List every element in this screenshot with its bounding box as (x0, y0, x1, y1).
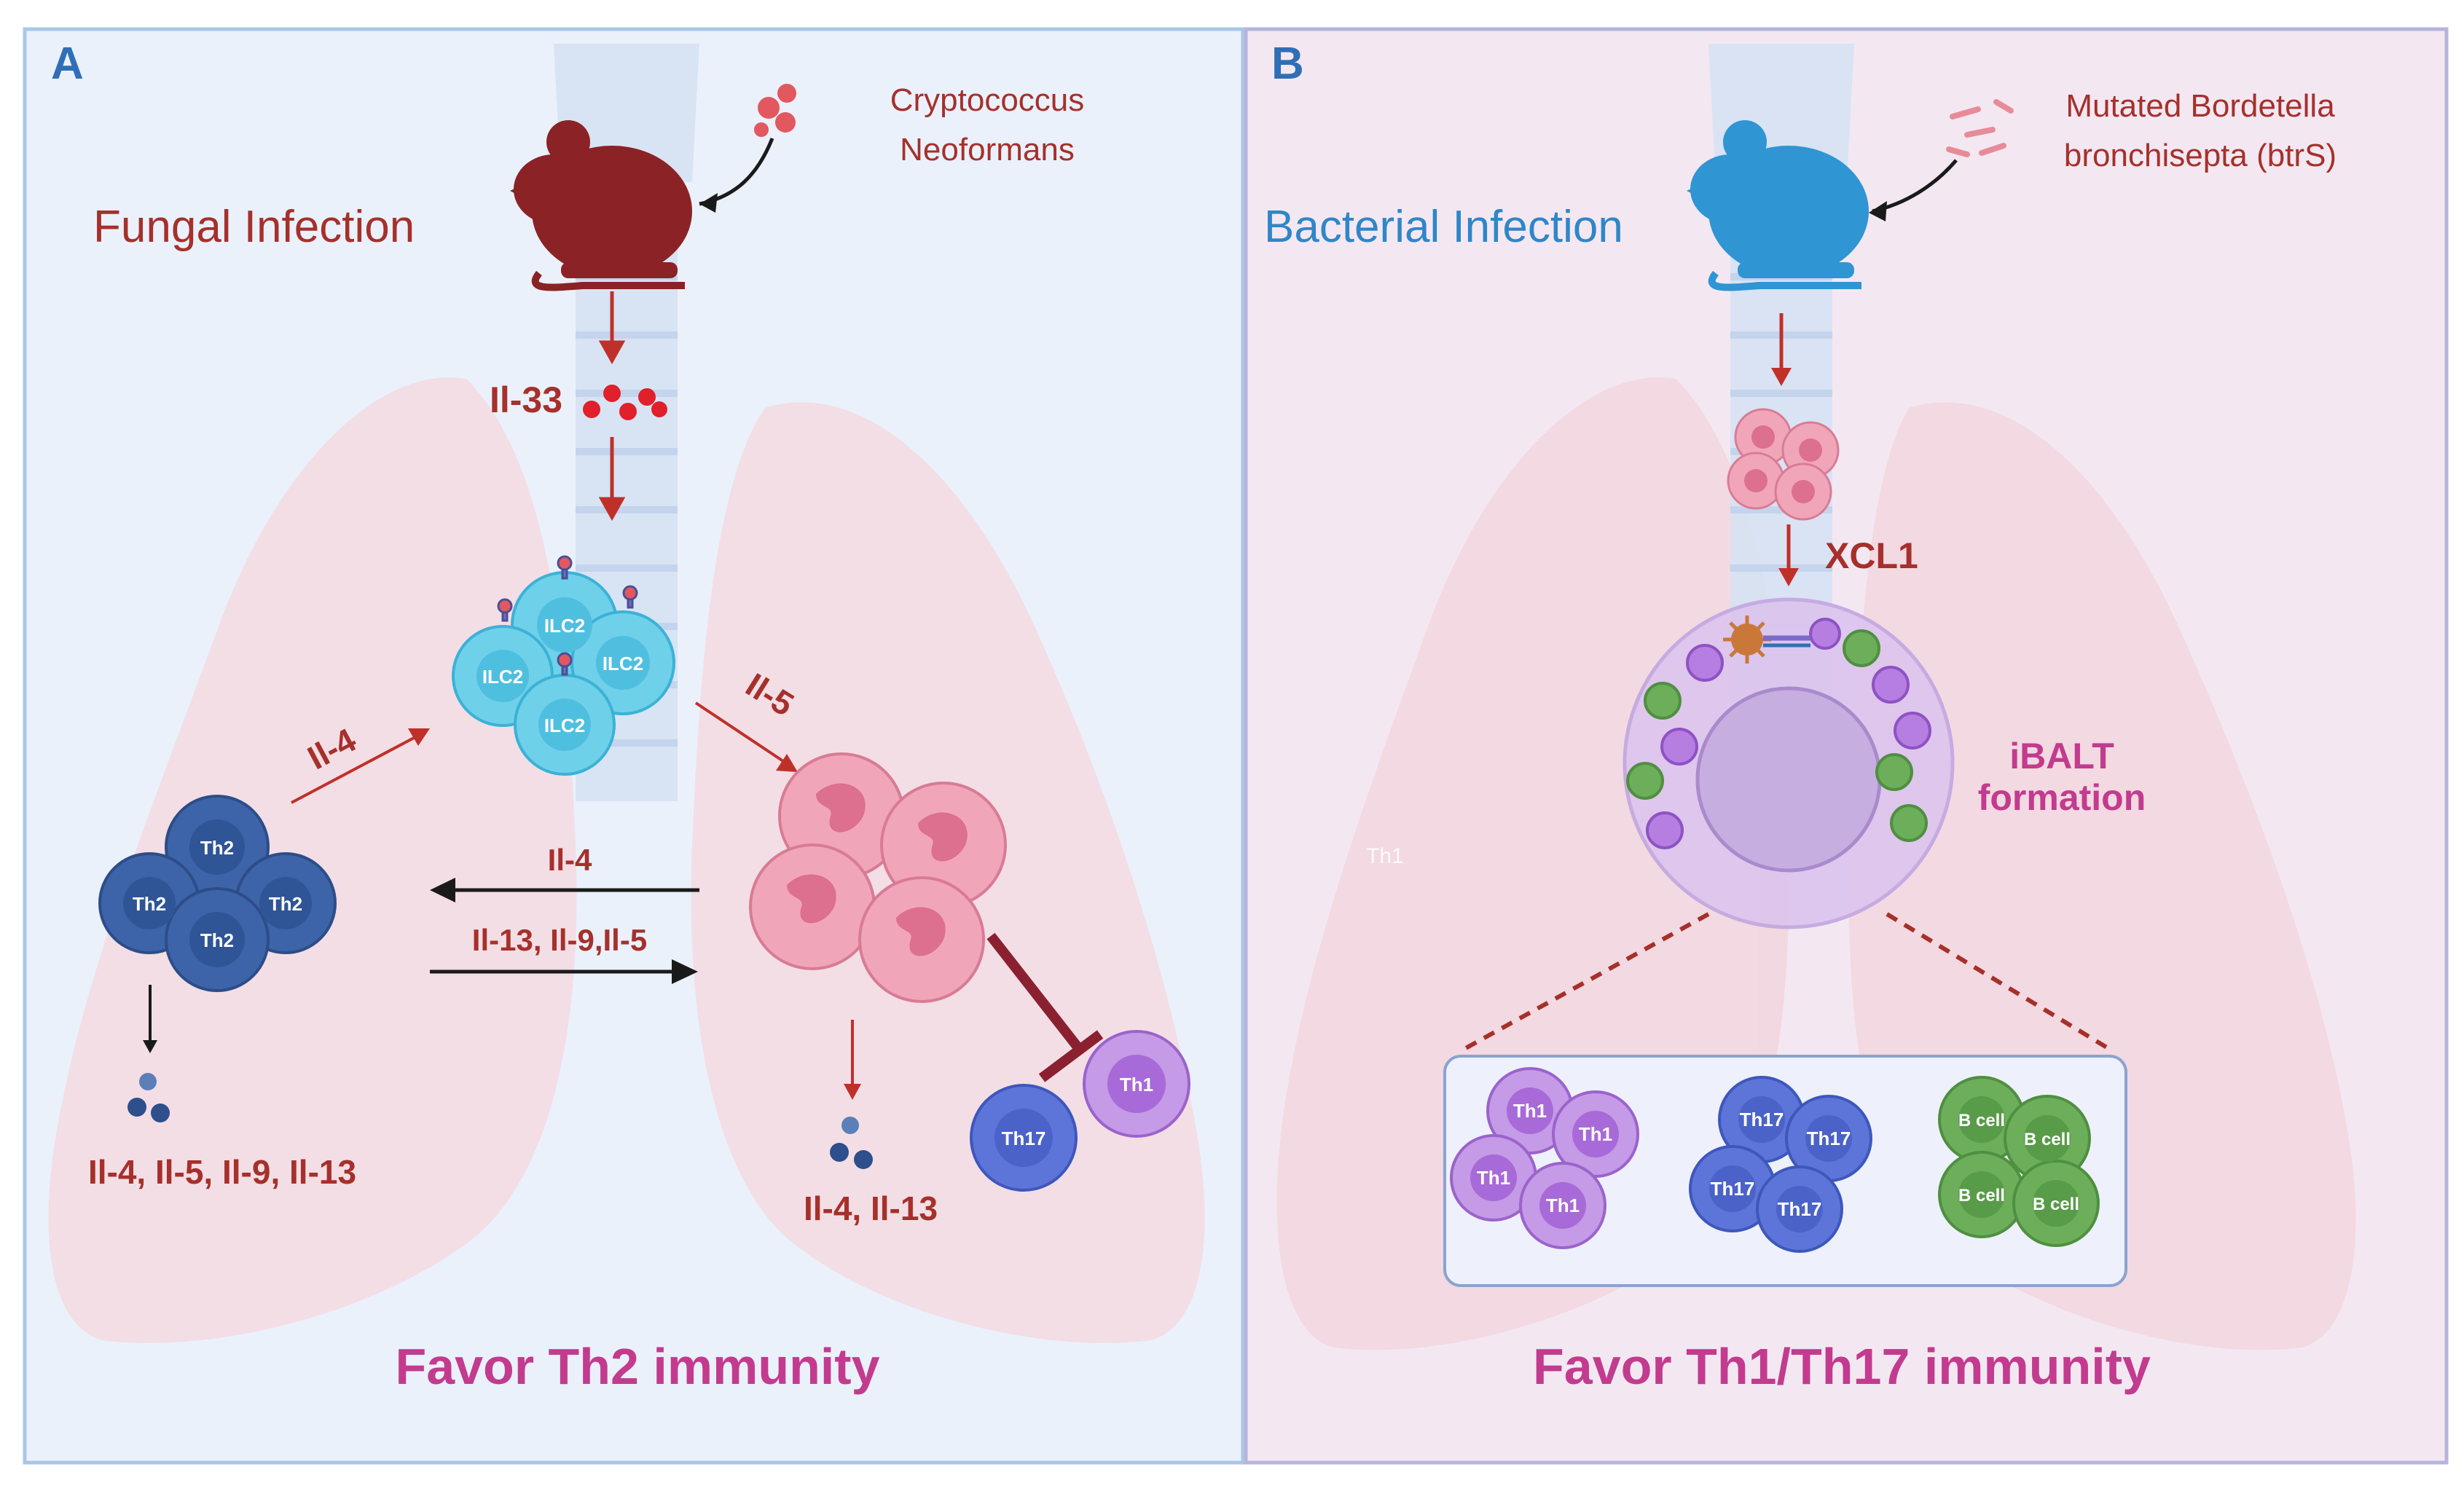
eosinophil-output-arrow-head (844, 1084, 861, 1100)
pathogen-b-line2: bronchisepta (btrS) (2064, 138, 2337, 173)
ilc2-cluster: ILC2 ILC2 ILC2 ILC2 (452, 555, 675, 776)
ibalt-follicle (1623, 597, 1955, 929)
ilc2-to-eosinophil-arrow-head (776, 754, 798, 772)
inset-th1-group: Th1 Th1 Th1 Th1 (1450, 1067, 1639, 1249)
th1-label: Th1 (1579, 1123, 1612, 1145)
fungus-arrow-head (699, 193, 718, 213)
xcl1-label: XCL1 (1825, 535, 1918, 576)
bacterial-infection-title: Bacterial Infection (1264, 202, 1623, 252)
eos-cytokines-label: Il-4, Il-13 (804, 1189, 938, 1227)
eosinophil-to-th2-arrow-head (430, 878, 455, 902)
th17-label: Th17 (1711, 1178, 1755, 1200)
ilc2-label: ILC2 (544, 715, 585, 736)
th2-label: Th2 (200, 929, 234, 951)
th2-label: Th2 (133, 893, 166, 915)
pathogen-b-line1: Mutated Bordetella (2065, 88, 2335, 124)
faint-th1-label: Th1 (1366, 844, 1404, 868)
ilc2-label: ILC2 (544, 615, 585, 637)
mouse-icon-brown (510, 120, 692, 291)
pathogen-a-line2: Neoformans (900, 132, 1075, 168)
ilc2-label: ILC2 (603, 653, 643, 674)
panel-a-label: A (51, 39, 84, 89)
bacteria-icon (1946, 99, 2014, 157)
mouse-b-down-arrow-head (1771, 368, 1792, 386)
panel-b-label: B (1271, 39, 1304, 89)
pathogen-a-line1: Cryptococcus (890, 82, 1085, 118)
mouse-icon-blue (1687, 120, 1869, 291)
il33-label: Il-33 (490, 379, 562, 420)
ilc2-label: ILC2 (482, 666, 523, 688)
panel-a: A Fungal Infection Cryptococcus Neoforma… (23, 27, 1245, 1465)
ibalt-line1: iBALT (2009, 736, 2114, 776)
ilc2-to-eosinophil-arrow (694, 701, 785, 763)
zoom-line-left (1463, 912, 1710, 1051)
inset-th17-group: Th17 Th17 Th17 Th17 (1689, 1076, 1872, 1253)
th2-cluster: Th2 Th2 Th2 Th2 (98, 795, 337, 992)
bacteria-arrow-head (1869, 201, 1887, 221)
dendritic-cell-icon (1723, 615, 1810, 664)
th1-label: Th1 (1513, 1100, 1547, 1122)
th2-to-ilc2-arrow (291, 736, 416, 804)
th17-label: Th17 (1740, 1109, 1784, 1130)
panel-b: B Bacterial Infection Mutated Bordetella… (1244, 27, 2449, 1465)
ibalt-th1-dots (1646, 618, 1931, 849)
th2-to-ilc2-arrow-head (408, 728, 430, 746)
fungal-infection-title: Fungal Infection (93, 202, 415, 252)
th17-label: Th17 (1807, 1128, 1851, 1149)
th2-cytokines-label: Il-4, Il-5, Il-9, Il-13 (88, 1153, 356, 1191)
inhibition-bar (1038, 1030, 1104, 1082)
th2-cytokine-dots (127, 1073, 170, 1122)
bcell-label: B cell (2033, 1195, 2079, 1214)
il13-arrow-label: Il-13, Il-9,Il-5 (472, 923, 647, 957)
neutrophil-cluster (1727, 408, 1840, 521)
th2-label: Th2 (200, 837, 234, 859)
ibalt-bcell-dots (1626, 629, 1928, 842)
ibalt-line2: formation (1978, 777, 2146, 818)
eosinophil-inhibits-th1-line (986, 932, 1086, 1056)
th2-to-eosinophil-arrow-head (672, 959, 698, 984)
th17-label: Th17 (1778, 1198, 1822, 1220)
th1-label: Th1 (1546, 1195, 1580, 1216)
zoom-line-right (1886, 912, 2111, 1051)
bcell-label: B cell (1958, 1111, 2005, 1130)
th1-label: Th1 (1477, 1167, 1510, 1189)
th2-label: Th2 (269, 893, 302, 915)
panel-a-footer: Favor Th2 immunity (395, 1338, 879, 1395)
il4-arrow-label: Il-4 (548, 843, 592, 877)
inset-bcell-group: B cell B cell B cell B cell (1938, 1076, 2100, 1247)
panel-a-down-arrows (598, 291, 626, 522)
bcell-label: B cell (1958, 1186, 2005, 1205)
eosinophil-cluster (749, 752, 1007, 1003)
panel-b-footer: Favor Th1/Th17 immunity (1533, 1338, 2151, 1395)
neutrophil-down-arrow-head (1778, 568, 1799, 586)
th1-label: Th1 (1120, 1074, 1153, 1095)
fungus-icon (754, 84, 796, 137)
eosinophil-cytokine-dots (830, 1117, 873, 1169)
il33-dots (583, 385, 667, 420)
bcell-label: B cell (2024, 1130, 2071, 1149)
th17-label: Th17 (1002, 1128, 1046, 1149)
ilc2-receptor-icons (497, 555, 638, 676)
th2-output-arrow-head (143, 1040, 157, 1053)
